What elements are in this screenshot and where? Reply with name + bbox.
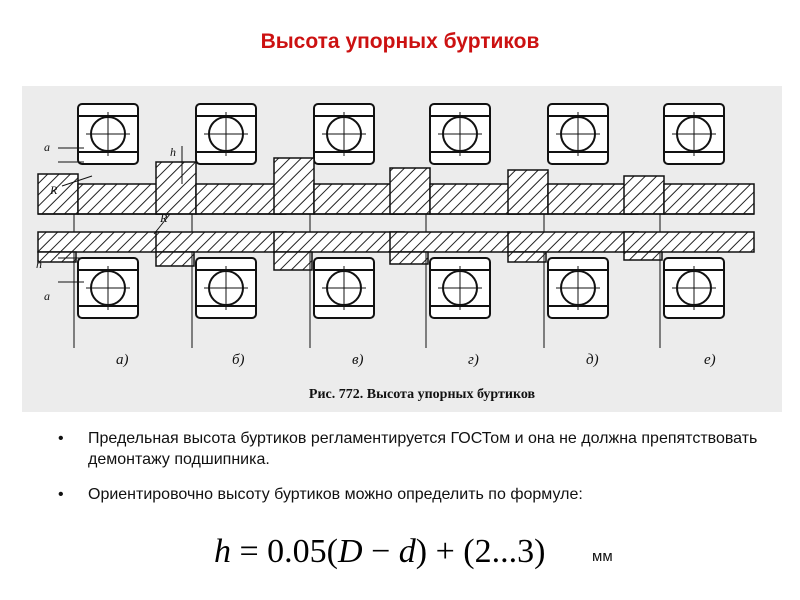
bullet-item: • Ориентировочно высоту буртиков можно о…: [58, 484, 778, 505]
radius-leader: [153, 213, 171, 235]
shaft-body-top-0: [77, 183, 169, 215]
variant-label-d: д): [586, 352, 599, 368]
variant-label-a: а): [116, 352, 129, 368]
shaft-body-top-4: [547, 183, 639, 215]
housing-top-0: [37, 231, 169, 253]
housing-shoulder-5: [623, 251, 663, 261]
housing-top-5: [623, 231, 755, 253]
label-a-top: a: [44, 140, 50, 154]
shaft-shoulder-top-4: [507, 169, 549, 215]
housing-shoulder-1: [155, 251, 195, 267]
formula-minus: −: [362, 533, 399, 570]
formula-rest: ) + (2...3): [415, 533, 546, 570]
label-a-bottom: a: [44, 289, 50, 303]
formula-D: D: [338, 533, 363, 570]
variant-label-g: г): [468, 352, 479, 368]
bearing-figure: Рис. 772. Высота упорных буртиков a h R …: [22, 86, 782, 412]
formula-d: d: [398, 533, 416, 570]
variant-label-v: в): [352, 352, 364, 368]
figure-caption: Рис. 772. Высота упорных буртиков: [309, 387, 536, 402]
housing-shoulder-2: [273, 251, 313, 271]
housing-shoulder-4: [507, 251, 547, 263]
shaft-shoulder-top-5: [623, 175, 665, 215]
shaft-shoulder-top-0: [37, 173, 79, 215]
formula-units: мм: [592, 548, 613, 565]
bullet-marker: •: [58, 430, 64, 447]
shaft-shoulder-top-3: [389, 167, 431, 215]
bearing-drawings: Рис. 772. Высота упорных буртиков a h R …: [36, 103, 755, 402]
bullet-list: • Предельная высота буртиков регламентир…: [58, 428, 778, 505]
shaft-shoulder-top-2: [273, 157, 315, 215]
shaft-body-top-5: [663, 183, 755, 215]
height-formula: h = 0.05(D − d) + (2...3): [214, 533, 545, 571]
formula-eq: = 0.05(: [231, 533, 339, 570]
label-h-top: h: [170, 145, 176, 159]
slide-title: Высота упорных буртиков: [260, 30, 540, 53]
label-r-top: R: [49, 183, 58, 197]
bullet-text: Ориентировочно высоту буртиков можно опр…: [88, 486, 583, 503]
housing-top-3: [389, 231, 521, 253]
label-r-bottom: R: [159, 211, 168, 225]
housing-top-1: [155, 231, 287, 253]
bullet-text: Предельная высота буртиков регламентируе…: [88, 430, 758, 468]
shaft-shoulder-top-1: [155, 161, 197, 215]
variant-label-e: е): [704, 352, 716, 368]
housing-top-2: [273, 231, 405, 253]
variant-label-b: б): [232, 352, 245, 368]
bullet-marker: •: [58, 486, 64, 503]
formula-h: h: [214, 533, 231, 570]
radius-leader: [61, 175, 93, 187]
housing-shoulder-3: [389, 251, 429, 265]
housing-top-4: [507, 231, 639, 253]
label-h-bottom: h: [36, 257, 42, 271]
shaft-body-top-3: [429, 183, 521, 215]
housing-shoulder-0: [37, 251, 77, 263]
shaft-body-top-1: [195, 183, 287, 215]
bullet-item: • Предельная высота буртиков регламентир…: [58, 428, 778, 470]
